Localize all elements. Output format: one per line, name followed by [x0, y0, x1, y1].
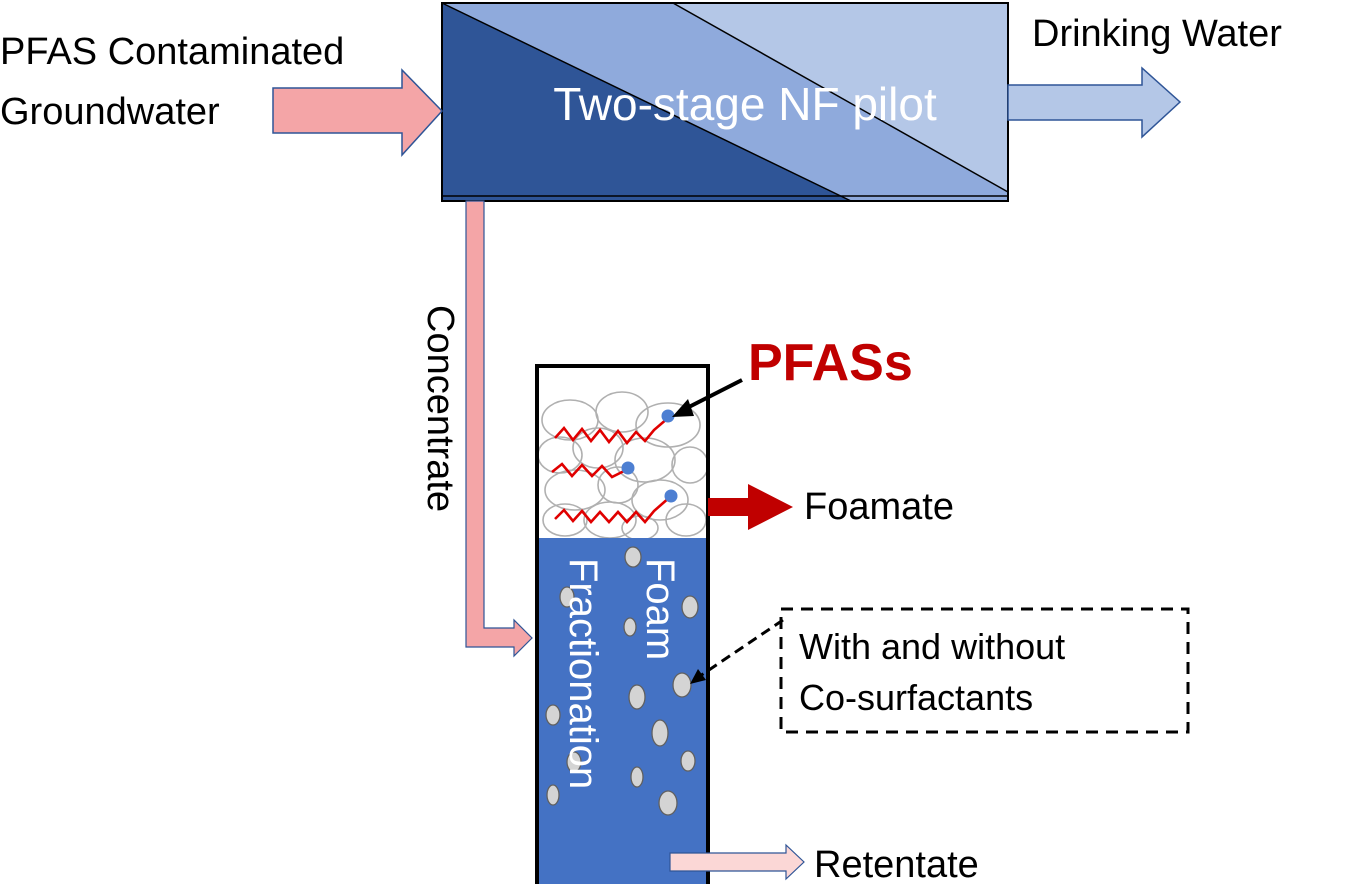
- nf-title: Two-stage NF pilot: [553, 78, 937, 130]
- pfas-chains: [551, 417, 671, 524]
- foamate-arrow: [708, 484, 793, 530]
- foam-label-line1: Foam: [638, 558, 682, 660]
- nf-divider-2: [672, 2, 1009, 193]
- cosurfactant-pointer-line: [699, 618, 784, 678]
- foamate-label: Foamate: [804, 486, 954, 528]
- concentrate-arrow: [465, 200, 533, 658]
- input-arrow: [272, 68, 444, 157]
- pfas-label: PFASs: [748, 334, 913, 392]
- input-label-line1: PFAS Contaminated: [0, 31, 344, 73]
- output-label: Drinking Water: [1032, 13, 1282, 55]
- concentrate-label: Concentrate: [419, 305, 461, 512]
- air-bubbles: [545, 546, 699, 816]
- pfas-pointer-line: [682, 378, 743, 412]
- nf-pilot-unit: Two-stage NF pilot: [441, 2, 1009, 202]
- pfas-head-3: [664, 489, 678, 503]
- nf-divider-1: [441, 2, 852, 202]
- cosurfactant-pointer-head: [690, 669, 706, 684]
- pfas-pointer-head: [672, 399, 694, 417]
- cosurfactant-box: [779, 607, 1190, 734]
- foam-label-line2: Fractionation: [561, 558, 605, 789]
- output-arrow: [1007, 66, 1182, 139]
- input-label-line2: Groundwater: [0, 91, 220, 133]
- foam-column: Foam Fractionation: [535, 364, 710, 884]
- pfas-head-1: [661, 409, 675, 423]
- pfas-head-2: [621, 461, 635, 475]
- retentate-label: Retentate: [814, 844, 979, 886]
- cosurfactant-label-line1: With and without: [799, 626, 1065, 667]
- cosurfactant-label-line2: Co-surfactants: [799, 677, 1033, 718]
- retentate-arrow: [669, 843, 805, 881]
- column-outline: [535, 364, 710, 884]
